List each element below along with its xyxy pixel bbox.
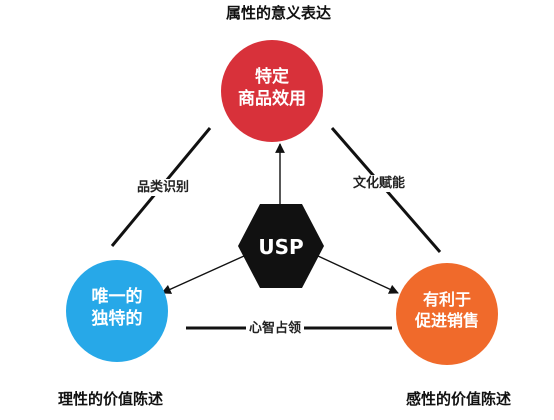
left-node-line1: 唯一的 [91, 287, 143, 307]
right-node-label: 有利于 促进销售 [397, 290, 497, 332]
right-node-line2: 促进销售 [414, 310, 479, 330]
left-node-label: 唯一的 独特的 [67, 286, 167, 330]
top-node-circle [221, 40, 323, 142]
top-node-label: 特定 商品效用 [222, 66, 322, 110]
top-caption: 属性的意义表达 [226, 4, 332, 22]
arrow-to-right [317, 255, 399, 294]
right-node-line1: 有利于 [422, 290, 471, 309]
right-caption: 感性的价值陈述 [406, 390, 512, 408]
arrow-to-left [161, 255, 245, 294]
center-node-label: USP [258, 235, 304, 259]
left-caption: 理性的价值陈述 [58, 390, 164, 408]
edge-label-bottom: 心智占领 [246, 320, 305, 337]
center-node-hexagon [238, 204, 324, 288]
left-node-circle [66, 260, 168, 362]
edge-label-top-left: 品类识别 [134, 179, 193, 196]
edge-label-top-right: 文化赋能 [350, 175, 409, 192]
left-node-line2: 独特的 [91, 309, 143, 330]
top-node-line1: 特定 [255, 67, 289, 87]
top-node-line2: 商品效用 [238, 89, 306, 110]
right-node-circle [396, 263, 498, 365]
